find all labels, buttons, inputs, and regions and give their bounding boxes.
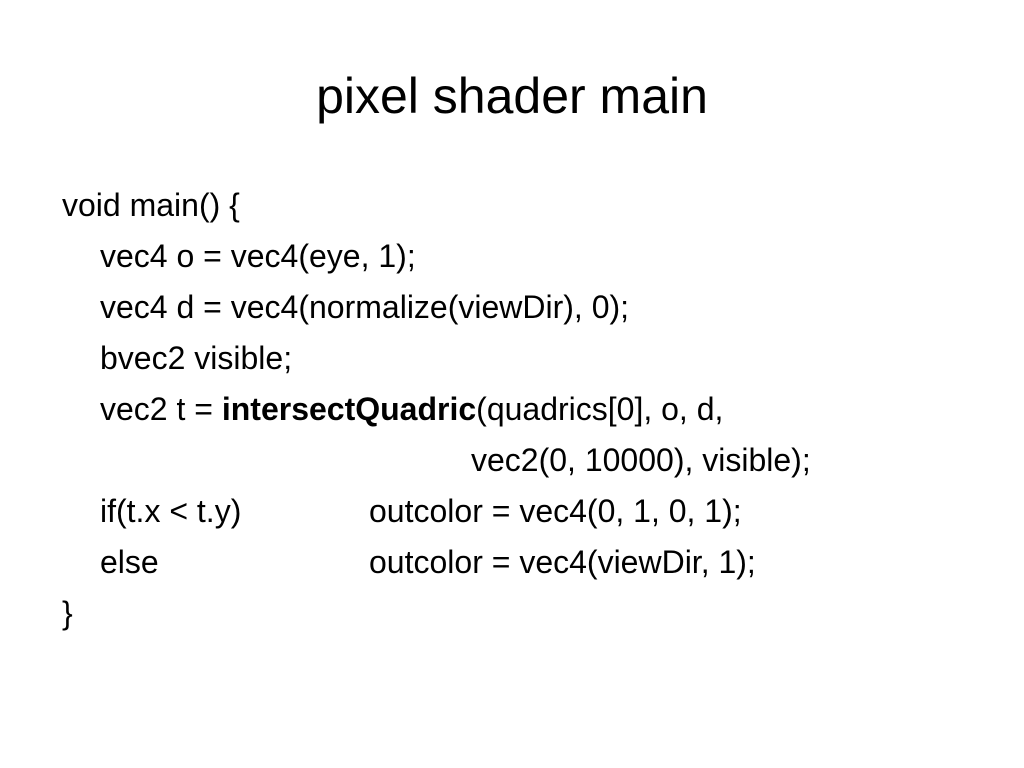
code-block: void main() { vec4 o = vec4(eye, 1); vec…: [62, 180, 982, 639]
code-line-direction: vec4 d = vec4(normalize(viewDir), 0);: [100, 289, 630, 325]
else-keyword: else: [100, 544, 159, 580]
code-line-intersect-call: vec2 t = intersectQuadric(quadrics[0], o…: [62, 384, 982, 435]
intersect-assign-prefix: vec2 t =: [100, 391, 222, 427]
code-line-function-signature: void main() {: [62, 187, 240, 223]
intersect-args-first: (quadrics[0], o, d,: [476, 391, 724, 427]
else-statement: outcolor = vec4(viewDir, 1);: [369, 544, 756, 580]
code-line-intersect-continuation: vec2(0, 10000), visible);: [471, 442, 811, 478]
code-line-visible-decl: bvec2 visible;: [100, 340, 293, 376]
code-line-origin: vec4 o = vec4(eye, 1);: [100, 238, 416, 274]
code-line-closing-brace: }: [62, 595, 73, 631]
intersect-function-name: intersectQuadric: [221, 391, 477, 427]
code-line-else-branch: else outcolor = vec4(viewDir, 1);: [62, 537, 982, 588]
slide-title: pixel shader main: [316, 68, 708, 124]
if-condition: if(t.x < t.y): [100, 493, 242, 529]
if-statement: outcolor = vec4(0, 1, 0, 1);: [369, 493, 742, 529]
code-line-if-branch: if(t.x < t.y) outcolor = vec4(0, 1, 0, 1)…: [62, 486, 982, 537]
